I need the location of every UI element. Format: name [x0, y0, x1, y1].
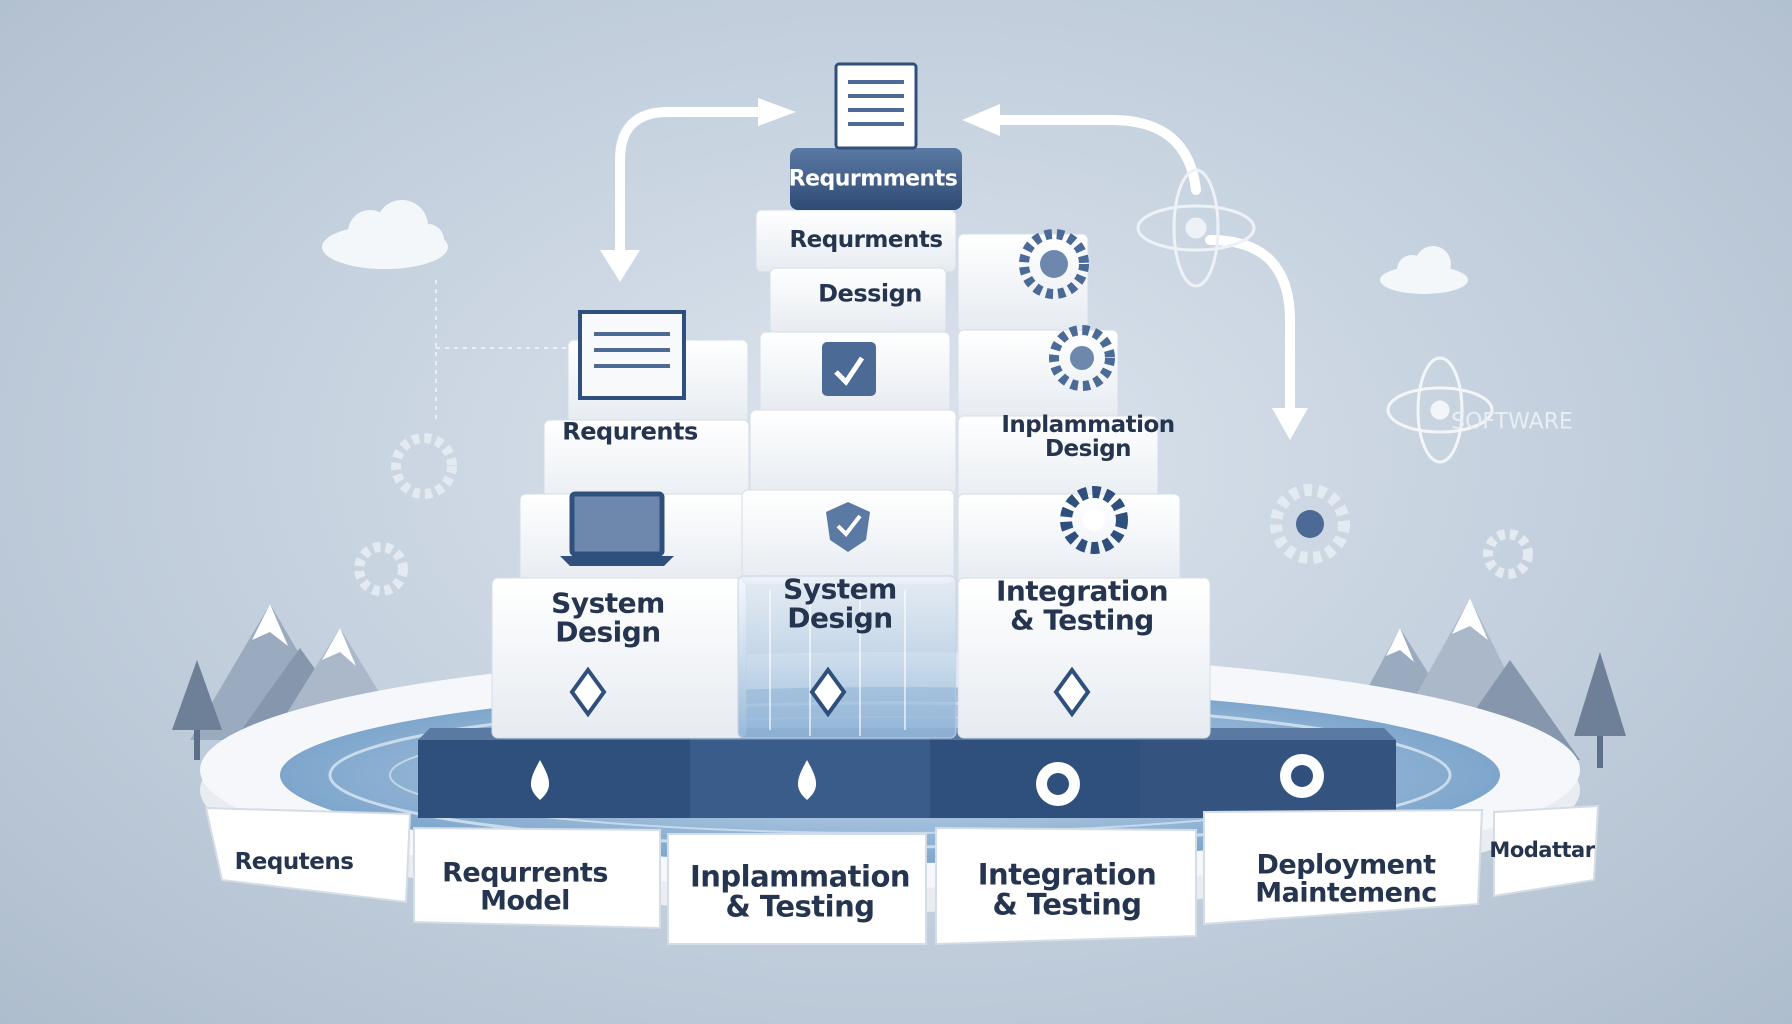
- right-integration-label: Integration & Testing: [995, 574, 1169, 637]
- atom-icon: [1386, 356, 1494, 464]
- right-inplammation-line2: Design: [1044, 436, 1132, 462]
- base-card-4-line2: & Testing: [992, 888, 1142, 922]
- base-card-3-label: Inplammation & Testing: [689, 859, 911, 924]
- cloud-icon: [1380, 246, 1468, 294]
- tree-icon: [172, 660, 222, 760]
- shield-icon: [826, 502, 870, 552]
- center-system-line2: Design: [787, 602, 893, 635]
- left-system-line2: Design: [555, 616, 661, 649]
- atom-icon: [1136, 168, 1256, 288]
- document-icon: [834, 62, 918, 150]
- right-inplammation-label: Inplammation Design: [1001, 411, 1175, 462]
- laptop-icon: [578, 310, 686, 400]
- left-system-line1: System: [551, 586, 665, 620]
- cloud-icon: [322, 200, 448, 269]
- gear-hub: [1070, 346, 1094, 370]
- base-card-6-label: Modattar: [1489, 837, 1595, 862]
- left-requrents-label: Requrents: [562, 417, 698, 446]
- base-card-5-line1: Deployment: [1256, 849, 1436, 881]
- base-card-1-label: Requtens: [234, 848, 354, 875]
- right-integration-line2: & Testing: [1010, 604, 1154, 637]
- center-system-line1: System: [783, 572, 897, 606]
- gear-icon: [1270, 484, 1350, 564]
- base-card-4-line1: Integration: [977, 857, 1157, 892]
- base-cards: [204, 804, 1600, 946]
- base-card-4-label: Integration & Testing: [977, 857, 1157, 922]
- diamond-icon: [569, 666, 1091, 718]
- gear-icon: [1019, 229, 1089, 299]
- top-badge: [790, 148, 962, 210]
- base-card-2-line2: Model: [480, 886, 570, 917]
- base-card-2-line1: Requrrents: [442, 857, 608, 889]
- circle-badge-icon: [1036, 754, 1324, 806]
- design-step-label: Dessign: [818, 279, 922, 308]
- water-drop-icon: [530, 760, 817, 800]
- gear-icon: [354, 433, 1533, 596]
- right-inplammation-line1: Inplammation: [1001, 411, 1175, 438]
- gear-hub: [1083, 509, 1105, 531]
- base-card-5-label: Deployment Maintemenc: [1255, 849, 1437, 909]
- navy-blocks: [418, 728, 1396, 818]
- design-board-icon: [822, 342, 876, 396]
- arrow-icon: [615, 107, 1295, 413]
- top-step-label: Requrments: [789, 226, 943, 253]
- arrow-head: [600, 98, 1308, 440]
- left-system-label: System Design: [551, 586, 665, 649]
- right-integration-line1: Integration: [995, 574, 1169, 608]
- gear-hub: [1296, 510, 1324, 538]
- base-card-5-line2: Maintemenc: [1255, 878, 1437, 909]
- center-column: [737, 209, 957, 739]
- base-card-3-line2: & Testing: [725, 890, 875, 924]
- laptop-icon: [560, 491, 674, 566]
- center-system-label: System Design: [783, 572, 897, 635]
- base-card-2-label: Requrrents Model: [442, 857, 608, 917]
- gear-hub: [1040, 250, 1068, 278]
- right-column: [957, 233, 1211, 739]
- guide-lines: [435, 280, 570, 420]
- gear-icon: [1060, 486, 1128, 554]
- base-card-3-line1: Inplammation: [689, 859, 911, 894]
- tree-icon: [1574, 652, 1626, 768]
- top-badge-label: Requrmments: [788, 166, 958, 192]
- gear-icon: [1049, 325, 1115, 391]
- software-label: SOFTWARE: [1451, 409, 1573, 435]
